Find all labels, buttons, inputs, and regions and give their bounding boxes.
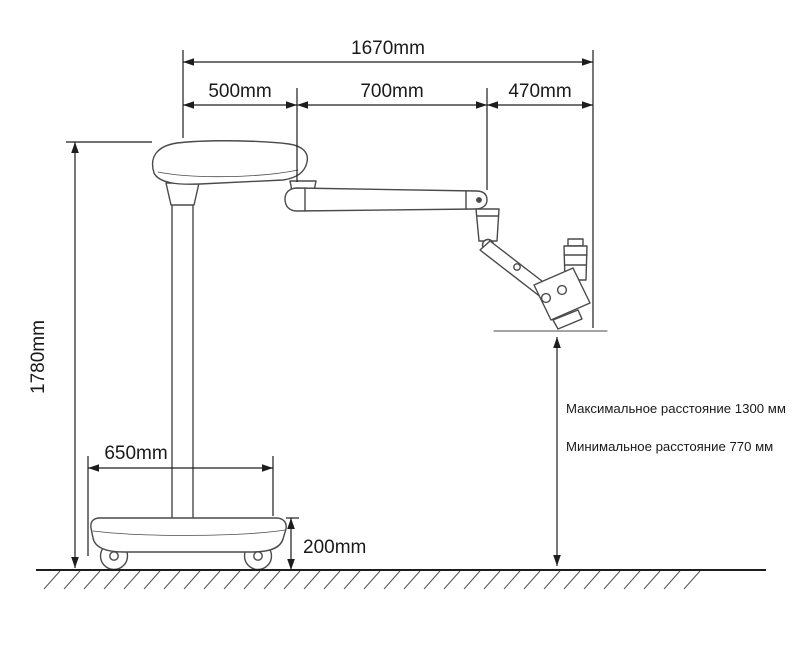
arrow-seg500-right [286,101,297,109]
dim-label-segment-470: 470mm [508,81,571,102]
dimension-lines [66,50,594,570]
dim-label-total-width: 1670mm [351,38,425,59]
arrow-total-width-left [183,58,194,66]
arrow-seg470-left [487,101,498,109]
dim-label-segment-700: 700mm [360,81,423,102]
arrow-height-top [71,142,79,153]
focus-knob-2 [556,284,568,296]
ground-hatching [43,570,701,590]
dimension-arrowheads [71,58,593,570]
arrow-seg700-right [476,101,487,109]
caster-hub-right [253,551,263,561]
dim-label-base-height: 200mm [303,537,366,558]
arrow-seg500-left [183,101,194,109]
column-collar [165,182,200,206]
arrow-working-distance-top [553,337,561,348]
arrow-height-bottom [71,557,79,568]
ground [36,569,766,590]
arrow-base-width-right [262,464,273,472]
dim-label-base-width: 650mm [104,443,167,464]
arrow-total-width-right [582,58,593,66]
arrow-base-height-top [287,518,295,529]
arm-screw [476,197,482,203]
caster-hub-left [109,551,119,561]
counterweight-head [151,140,309,185]
arrow-seg470-right [582,101,593,109]
elbow-joint [475,208,500,242]
arrow-seg700-left [297,101,308,109]
dim-label-total-height: 1780mm [28,320,49,394]
arrow-working-distance-bottom [553,555,561,566]
min-distance-label: Минимальное расстояние 770 мм [566,439,773,454]
max-distance-label: Максимальное расстояние 1300 мм [566,401,786,416]
focus-knob-1 [540,292,552,304]
head-detail-line [157,169,299,178]
dim-label-segment-500: 500mm [208,81,271,102]
eyepiece-cap [567,238,584,247]
arrow-base-width-left [88,464,99,472]
microscope-stand-drawing [90,140,608,571]
link-knob [513,263,521,271]
objective-lens [552,309,583,330]
stand-column [171,199,194,521]
dimension-labels: 1670mm 500mm 700mm 470mm 1780mm 650mm 20… [28,38,786,558]
base-detail-line [92,529,286,536]
arrow-base-height-bottom [287,559,295,570]
swing-arm [284,187,488,212]
